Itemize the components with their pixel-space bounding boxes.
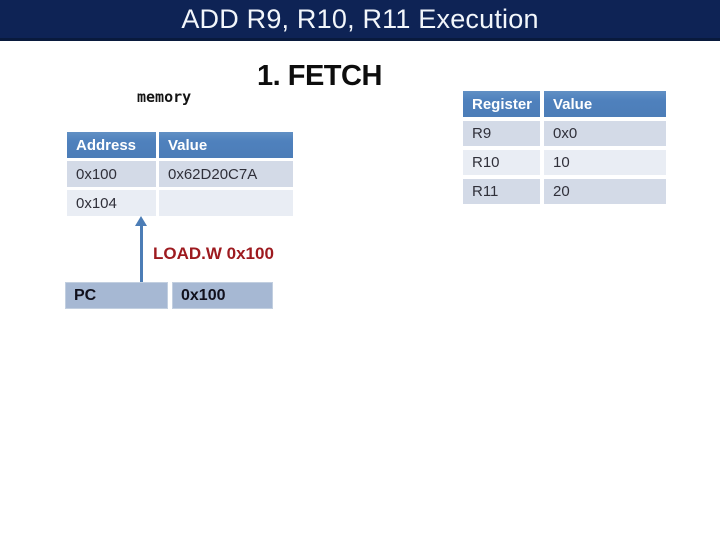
load-instruction-annotation: LOAD.W 0x100	[153, 244, 274, 263]
pc-register-label: PC	[65, 282, 168, 309]
register-cell-name: R9	[463, 121, 540, 146]
register-cell-value: 0x0	[544, 121, 666, 146]
memory-cell-address: 0x100	[67, 161, 156, 187]
register-cell-name: R11	[463, 179, 540, 204]
memory-label: memory	[137, 88, 192, 106]
memory-table-header-value: Value	[159, 132, 293, 158]
register-cell-value: 10	[544, 150, 666, 175]
memory-table-header-address: Address	[67, 132, 156, 158]
register-table: Register Value R9 0x0 R10 10 R11 20	[463, 91, 666, 204]
step-heading: 1. FETCH	[257, 60, 382, 92]
pc-to-memory-arrow-line	[140, 225, 143, 283]
memory-cell-value	[159, 190, 293, 216]
memory-cell-address: 0x104	[67, 190, 156, 216]
register-cell-name: R10	[463, 150, 540, 175]
memory-cell-value: 0x62D20C7A	[159, 161, 293, 187]
arrow-up-icon	[135, 216, 147, 226]
register-cell-value: 20	[544, 179, 666, 204]
register-table-header-register: Register	[463, 91, 540, 117]
slide-title: ADD R9, R10, R11 Execution	[181, 3, 539, 34]
memory-table: Address Value 0x100 0x62D20C7A 0x104	[67, 132, 293, 216]
title-bar: ADD R9, R10, R11 Execution	[0, 0, 720, 41]
register-table-header-value: Value	[544, 91, 666, 117]
pc-register-value: 0x100	[172, 282, 273, 309]
